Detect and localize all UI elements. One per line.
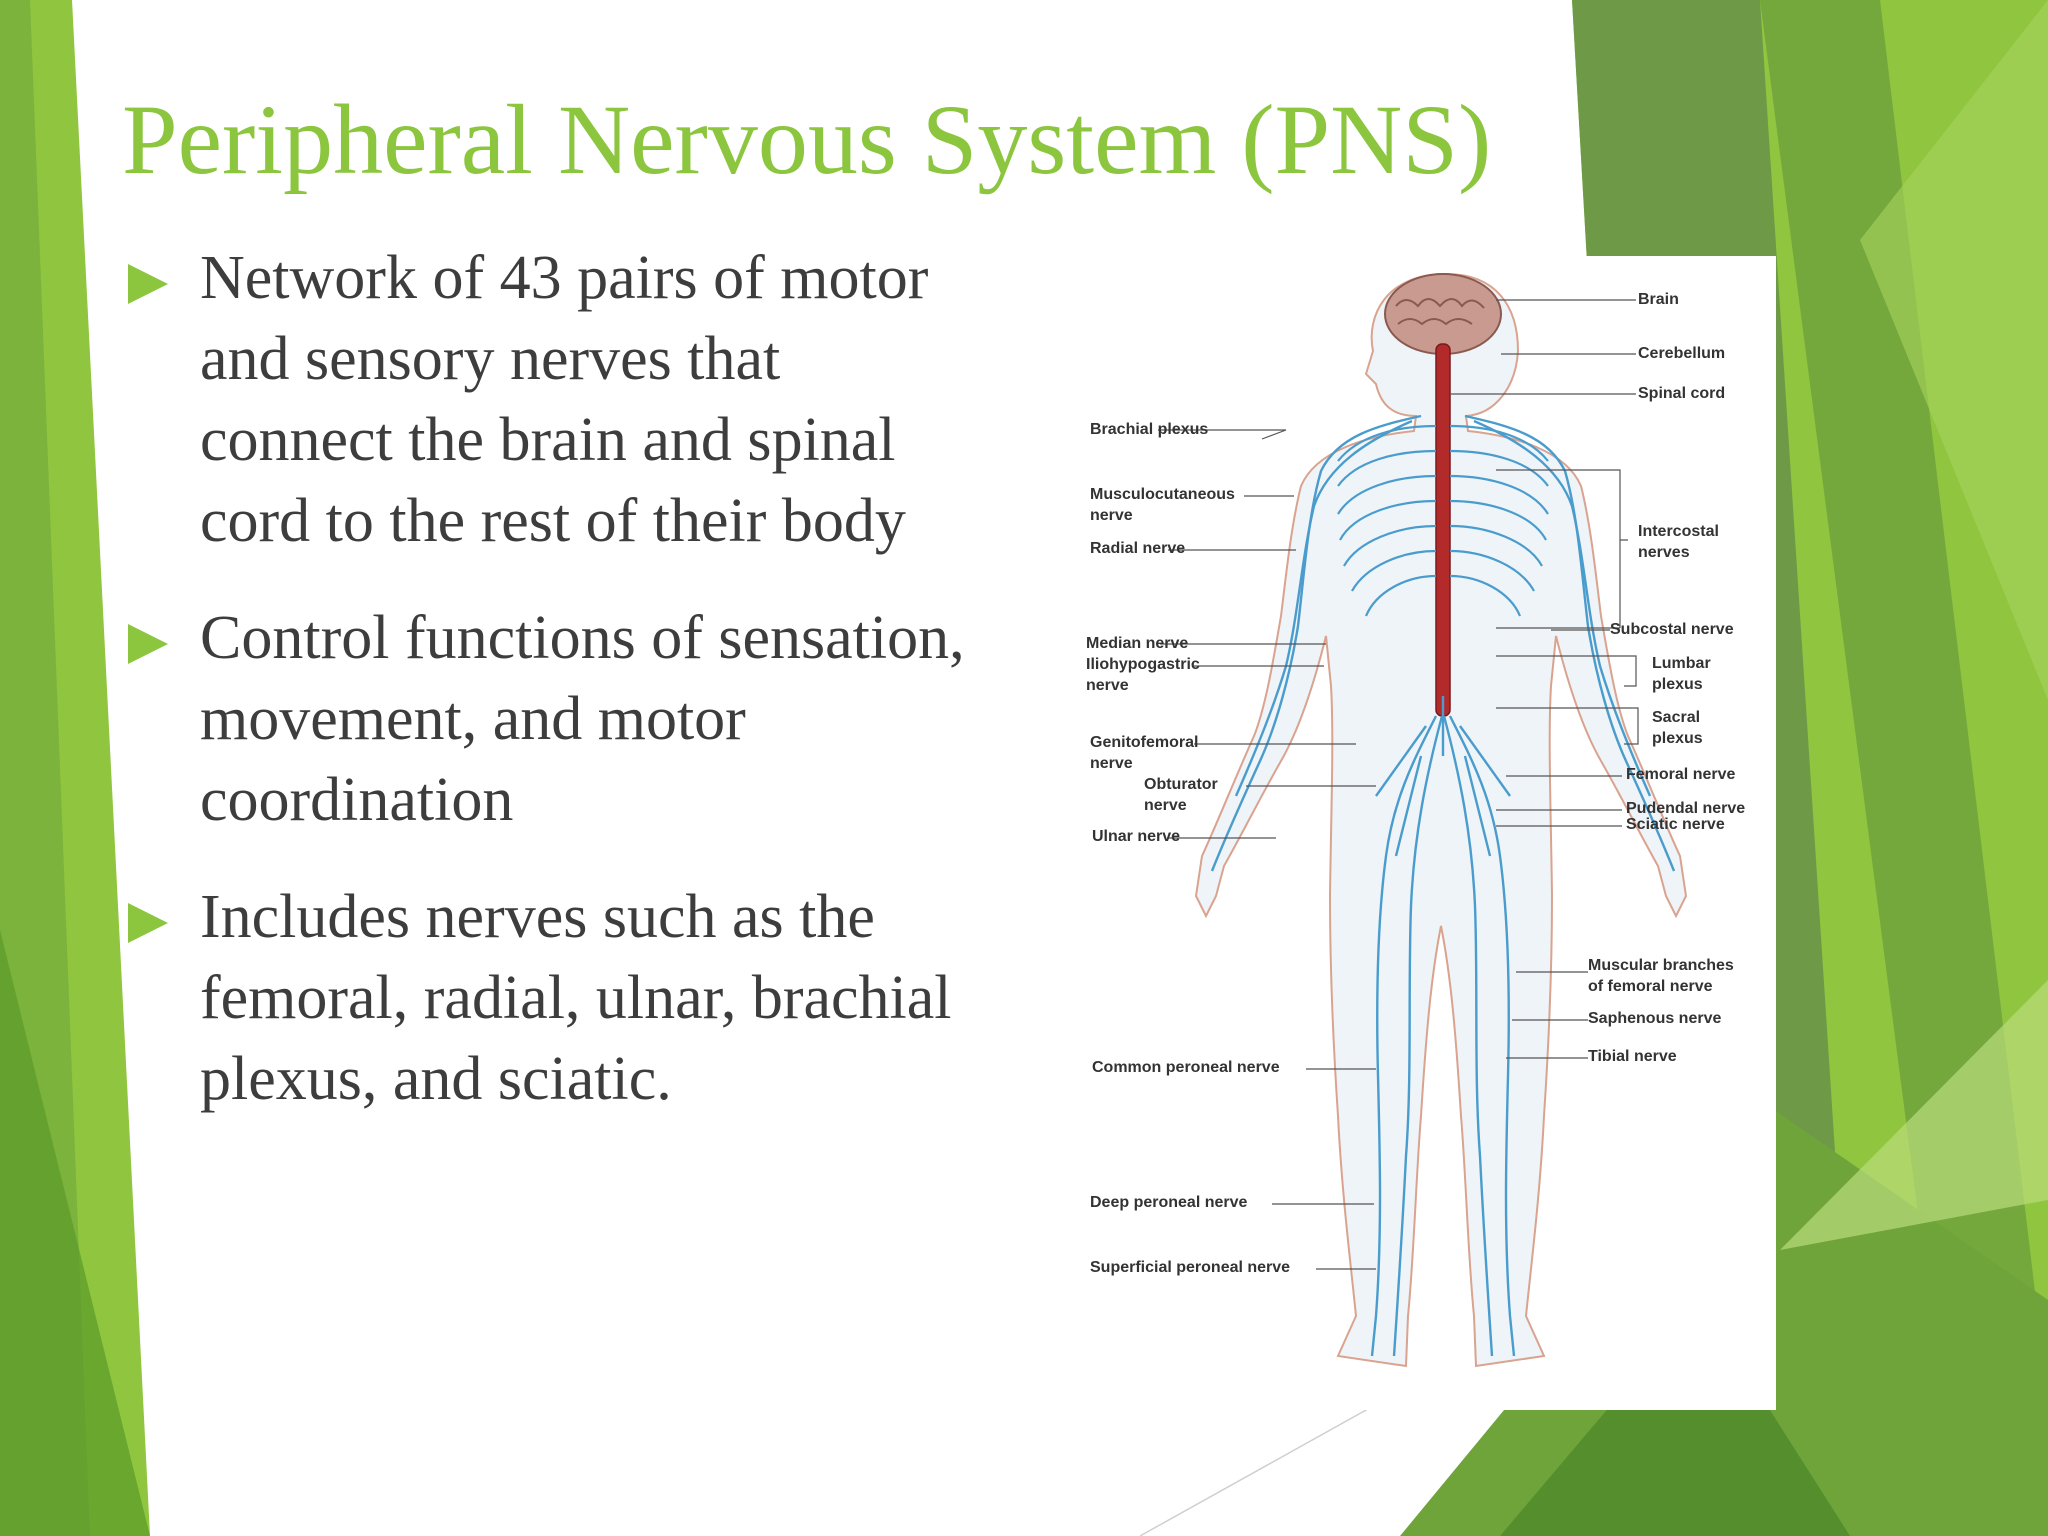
bullet-text: Control functions of sensation, movement… [200,604,965,834]
right-nerve-label-line: plexus [1652,730,1703,747]
left-nerve-label-line: nerve [1090,507,1133,524]
human-body-outline [1194,272,1688,1368]
right-nerve-label: Lumbar plexus [1652,655,1711,693]
left-nerve-label-line: Radial nerve [1090,540,1185,557]
left-nerve-label-line: Median nerve [1086,635,1188,652]
left-nerve-label: Obturator nerve [1144,776,1218,814]
brain-shape [1384,273,1502,355]
right-nerve-label: Sciatic nerve [1626,816,1725,833]
bullet-item: Includes nerves such as the femoral, rad… [128,877,988,1120]
right-nerve-label-line: Brain [1638,291,1679,308]
left-nerve-label: Superficial peroneal nerve [1090,1259,1290,1276]
left-nerve-label-line: nerve [1086,677,1129,694]
right-nerve-label-line: Pudendal nerve [1626,800,1745,817]
right-nerve-label: Tibial nerve [1588,1048,1677,1065]
right-nerve-label-line: nerves [1638,544,1690,561]
limb-nerves [1210,414,1676,1357]
left-nerve-label: Musculocutaneous nerve [1090,486,1235,524]
right-nerve-label: Cerebellum [1638,345,1725,362]
left-nerve-label-line: Ulnar nerve [1092,828,1180,845]
bullet-item: Network of 43 pairs of motor and sensory… [128,238,988,562]
left-nerve-label-line: Musculocutaneous [1090,486,1235,503]
brain-folds [1395,298,1485,326]
right-nerve-label-line: plexus [1652,676,1703,693]
right-nerve-label-line: Subcostal nerve [1610,621,1734,638]
left-nerve-label-line: nerve [1144,797,1187,814]
right-nerve-label-line: Intercostal [1638,523,1719,540]
left-nerve-label: Common peroneal nerve [1092,1059,1280,1076]
left-nerve-label: Median nerve [1086,635,1188,652]
right-nerve-label-line: Saphenous nerve [1588,1010,1721,1027]
left-nerve-label: Brachial plexus [1090,421,1208,438]
left-nerve-label: Deep peroneal nerve [1090,1194,1248,1211]
right-nerve-label-line: Sciatic nerve [1626,816,1725,833]
left-nerve-label-line: Common peroneal nerve [1092,1059,1280,1076]
left-nerve-label: Iliohypogastric nerve [1086,656,1200,694]
bullet-arrow-icon [128,903,168,943]
right-nerve-label-line: Cerebellum [1638,345,1725,362]
rib-nerves [1337,424,1549,617]
left-nerve-label-line: nerve [1090,755,1133,772]
bullet-text: Includes nerves such as the femoral, rad… [200,883,952,1113]
left-nerve-label: Radial nerve [1090,540,1185,557]
left-nerve-label: Genitofemoral nerve [1090,734,1198,772]
right-nerve-label: Saphenous nerve [1588,1010,1721,1027]
right-nerve-label: Sacral plexus [1652,709,1703,747]
right-nerve-label: Pudendal nerve [1626,800,1745,817]
right-nerve-label: Spinal cord [1638,385,1725,402]
right-nerve-label-line: of femoral nerve [1588,978,1713,995]
bullet-item: Control functions of sensation, movement… [128,598,988,841]
right-nerve-label: Subcostal nerve [1610,621,1734,638]
right-nerve-label: Intercostal nerves [1638,523,1719,561]
right-nerve-label: Femoral nerve [1626,766,1735,783]
bullet-text: Network of 43 pairs of motor and sensory… [200,244,929,555]
left-nerve-label-line: Obturator [1144,776,1218,793]
right-nerve-label-line: Lumbar [1652,655,1711,672]
bullet-arrow-icon [128,624,168,664]
left-nerve-label: Ulnar nerve [1092,828,1180,845]
right-nerve-label-line: Femoral nerve [1626,766,1735,783]
left-nerve-label-line: Genitofemoral [1090,734,1198,751]
spinal-cord-shape [1435,343,1451,717]
right-nerve-label-line: Muscular branches [1588,957,1734,974]
bullet-arrow-icon [128,264,168,304]
left-nerve-label-line: Deep peroneal nerve [1090,1194,1248,1211]
left-nerve-label-line: Iliohypogastric [1086,656,1200,673]
right-nerve-label: Brain [1638,291,1679,308]
right-nerve-label: Muscular branches of femoral nerve [1588,957,1734,995]
right-nerve-label-line: Spinal cord [1638,385,1725,402]
label-leader-lines [1158,299,1639,1270]
left-nerve-label-line: Brachial plexus [1090,421,1208,438]
bullet-list: Network of 43 pairs of motor and sensory… [128,238,988,1156]
right-nerve-label-line: Tibial nerve [1588,1048,1677,1065]
slide-title: Peripheral Nervous System (PNS) [122,84,1492,195]
right-nerve-label-line: Sacral [1652,709,1700,726]
left-nerve-label-line: Superficial peroneal nerve [1090,1259,1290,1276]
